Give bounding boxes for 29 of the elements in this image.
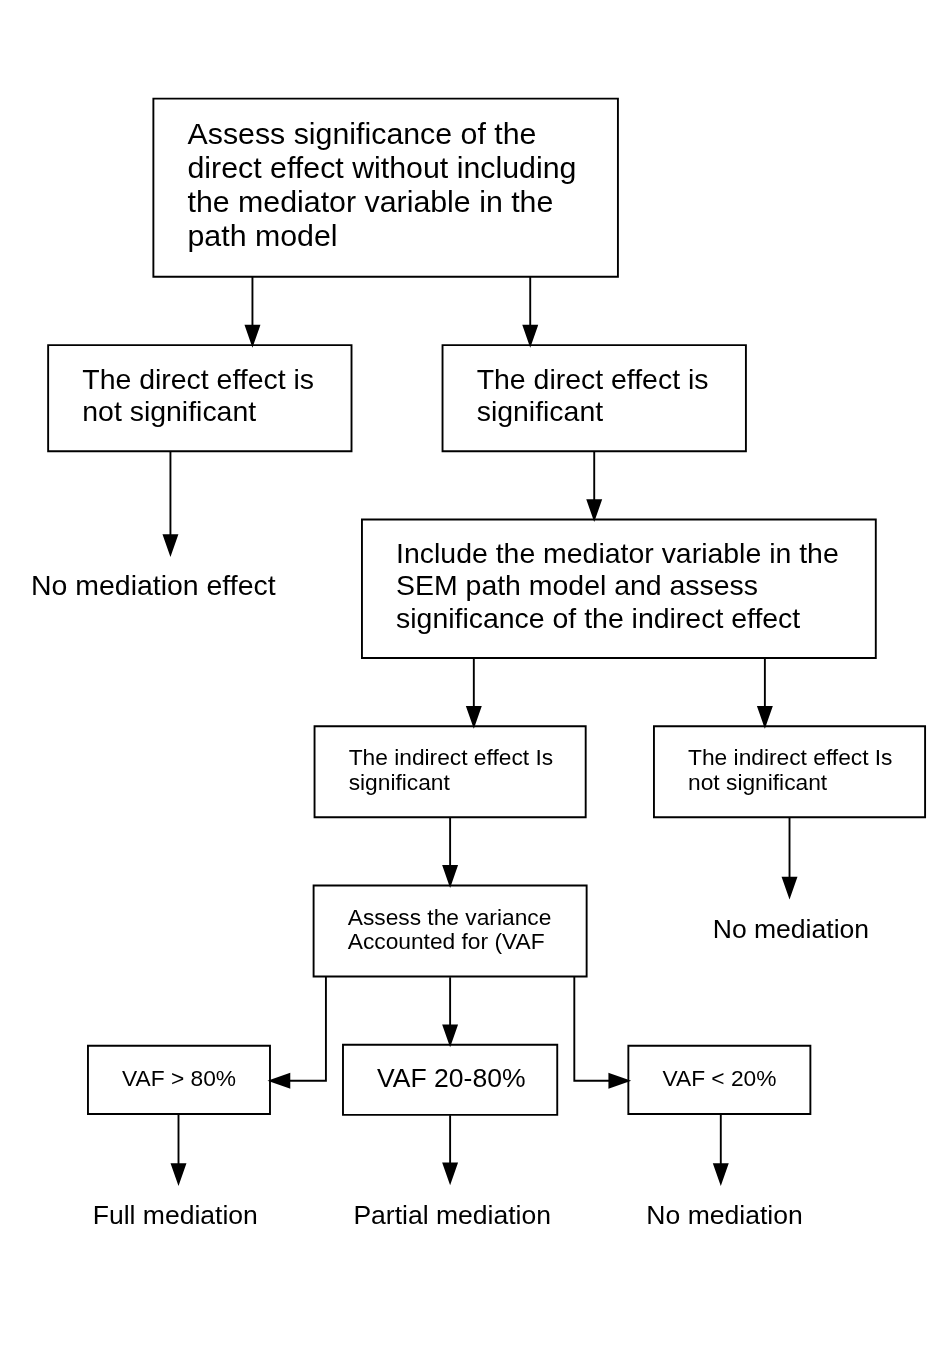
arrow bbox=[712, 1113, 729, 1186]
node-box: Include the mediator variable in the SEM path model and assess significance of the indirect effect bbox=[361, 518, 877, 659]
node-box: The direct effect is not significant bbox=[47, 343, 353, 452]
node-box: The indirect effect Is not significant bbox=[653, 724, 927, 818]
arrow bbox=[162, 450, 179, 557]
node-text: No mediation effect bbox=[31, 568, 276, 601]
arrow bbox=[170, 1113, 187, 1186]
node-text: Full mediation bbox=[92, 1199, 258, 1230]
arrow bbox=[442, 975, 459, 1047]
arrow bbox=[442, 1113, 459, 1185]
node-box: The direct effect is significant bbox=[441, 343, 747, 452]
node-box: VAF > 80% bbox=[87, 1044, 271, 1115]
arrow bbox=[442, 816, 459, 888]
node-text: No mediation bbox=[712, 913, 870, 944]
node-box: VAF 20-80% bbox=[342, 1043, 559, 1116]
arrow bbox=[756, 656, 773, 729]
arrow bbox=[586, 450, 603, 522]
node-box: Assess significance of the direct effect without including the mediator variable in the path model bbox=[152, 97, 619, 278]
arrow bbox=[522, 275, 539, 348]
node-box: The indirect effect Is significant bbox=[313, 724, 587, 818]
node-text: Partial mediation bbox=[353, 1199, 552, 1230]
arrow bbox=[573, 975, 632, 1089]
node-text: No mediation bbox=[646, 1199, 803, 1230]
node-box: Assess the variance Accounted for (VAF bbox=[312, 884, 588, 977]
arrow bbox=[781, 816, 798, 900]
arrow bbox=[244, 275, 261, 348]
node-box: VAF < 20% bbox=[627, 1044, 812, 1115]
arrow bbox=[267, 975, 327, 1089]
arrow bbox=[465, 656, 482, 729]
